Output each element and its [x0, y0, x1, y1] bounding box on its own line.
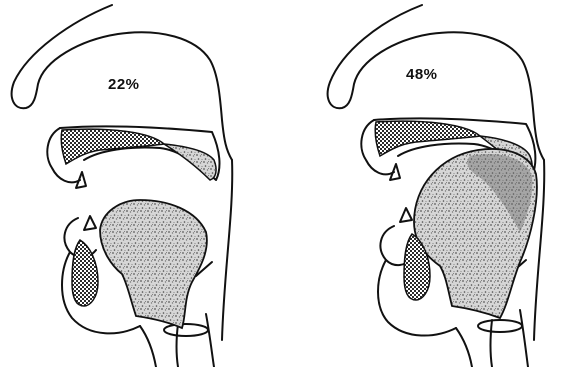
neck-front [140, 326, 156, 367]
right-hard-palate [375, 121, 480, 156]
larynx-ring [164, 324, 208, 336]
pharynx-wall [222, 160, 232, 340]
left-soft-palate [164, 144, 216, 180]
trachea-left [177, 324, 179, 367]
left-mandible [72, 240, 98, 306]
trachea-right [206, 314, 214, 367]
lower-incisor [84, 216, 96, 230]
left-tongue [100, 200, 207, 328]
trachea-right [520, 310, 528, 367]
lower-incisor [400, 208, 412, 222]
neck-front [456, 328, 472, 367]
contact-percentage-left: 22% [108, 76, 140, 93]
left-panel [12, 5, 233, 367]
contact-percentage-right: 48% [406, 66, 438, 83]
larynx-ring [478, 320, 522, 332]
trachea-left [491, 320, 493, 367]
